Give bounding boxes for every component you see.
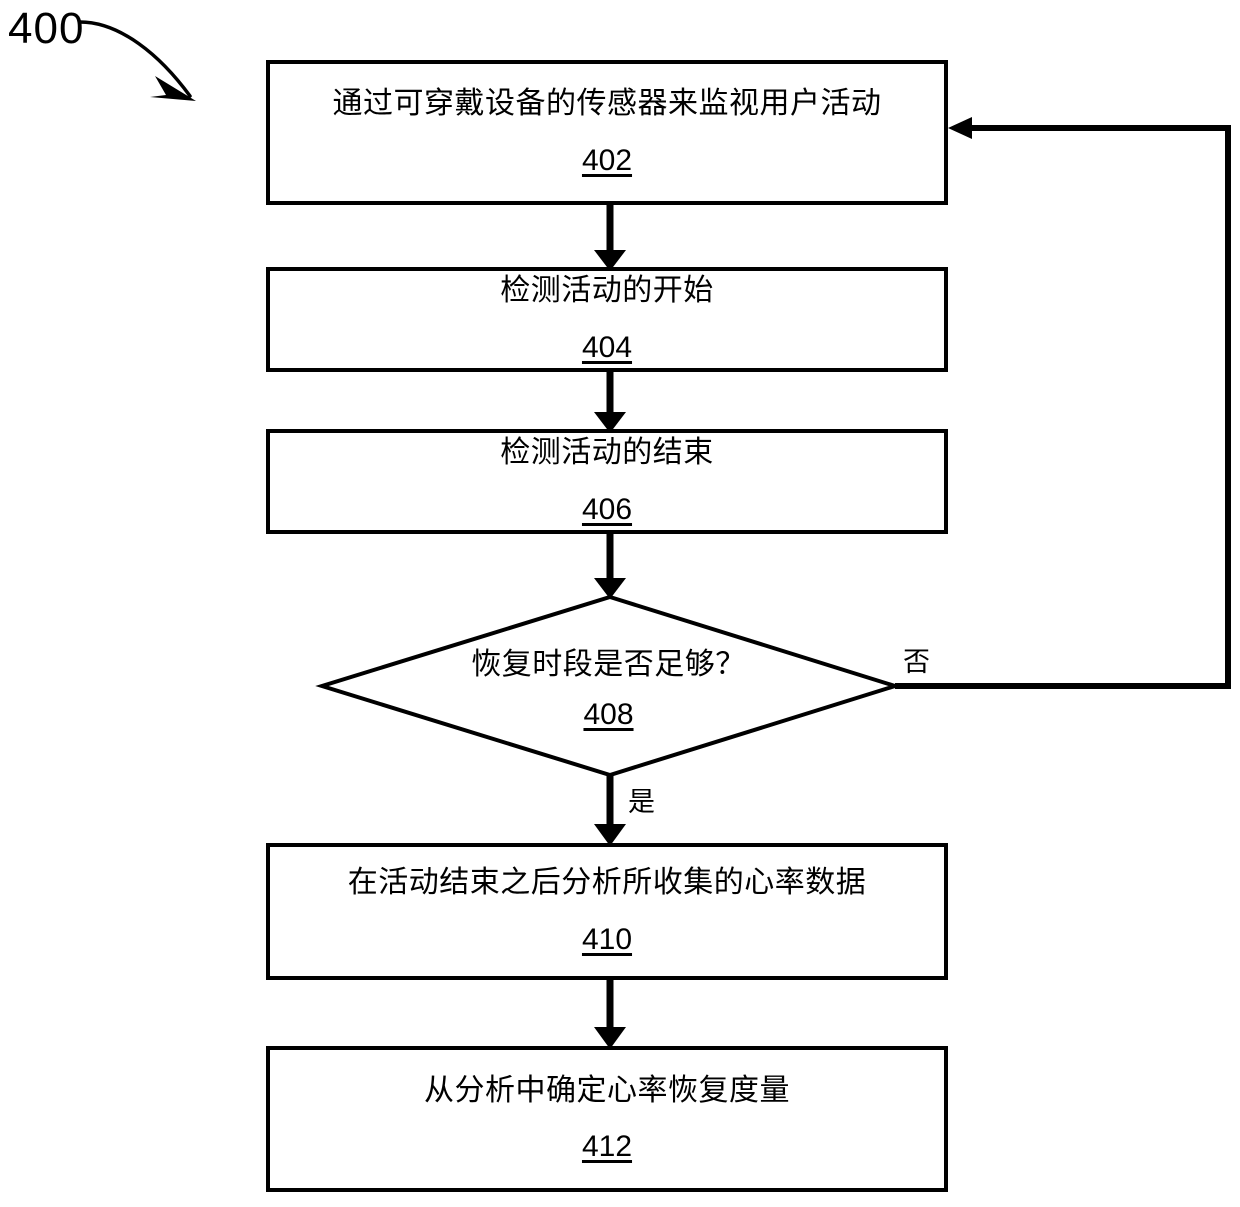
- node-label-408: 恢复时段是否足够？: [471, 647, 746, 681]
- node-label-410: 在活动结束之后分析所收集的心率数据: [347, 866, 867, 900]
- connector-406-to-408: [594, 532, 626, 599]
- connector-404-to-406: [594, 370, 626, 433]
- node-text-404: 检测活动的开始 404: [268, 269, 946, 370]
- node-label-402: 通过可穿戴设备的传感器来监视用户活动: [332, 87, 882, 121]
- edge-label-no: 否: [903, 647, 930, 677]
- node-box-402: [266, 60, 948, 205]
- node-text-402: 通过可穿戴设备的传感器来监视用户活动 402: [268, 62, 946, 203]
- node-ref-412: 412: [581, 1130, 633, 1164]
- node-label-404: 检测活动的开始: [500, 274, 714, 308]
- node-ref-410: 410: [581, 922, 633, 956]
- node-ref-406: 406: [581, 492, 633, 526]
- node-box-412: [266, 1046, 948, 1192]
- node-label-406: 检测活动的结束: [500, 436, 714, 470]
- connector-402-to-404: [594, 203, 626, 271]
- node-box-406: [266, 429, 948, 534]
- node-ref-404: 404: [581, 330, 633, 364]
- node-box-404: [266, 267, 948, 372]
- figure-lead-arrow: [78, 20, 196, 101]
- connector-410-to-412: [594, 978, 626, 1049]
- connector-408-yes-to-410: [594, 775, 626, 846]
- connector-408-no-to-402: [895, 117, 1231, 689]
- node-label-412: 从分析中确定心率恢复度量: [424, 1073, 790, 1107]
- node-text-408: 恢复时段是否足够？ 408: [322, 615, 895, 765]
- node-ref-402: 402: [581, 143, 633, 177]
- node-box-410: [266, 843, 948, 980]
- node-text-410: 在活动结束之后分析所收集的心率数据 410: [268, 845, 946, 978]
- figure-number: 400: [8, 4, 85, 53]
- node-ref-408: 408: [583, 698, 634, 732]
- edge-label-yes: 是: [628, 787, 655, 817]
- node-text-412: 从分析中确定心率恢复度量 412: [268, 1048, 946, 1190]
- node-text-406: 检测活动的结束 406: [268, 431, 946, 532]
- node-diamond-408: [315, 594, 902, 778]
